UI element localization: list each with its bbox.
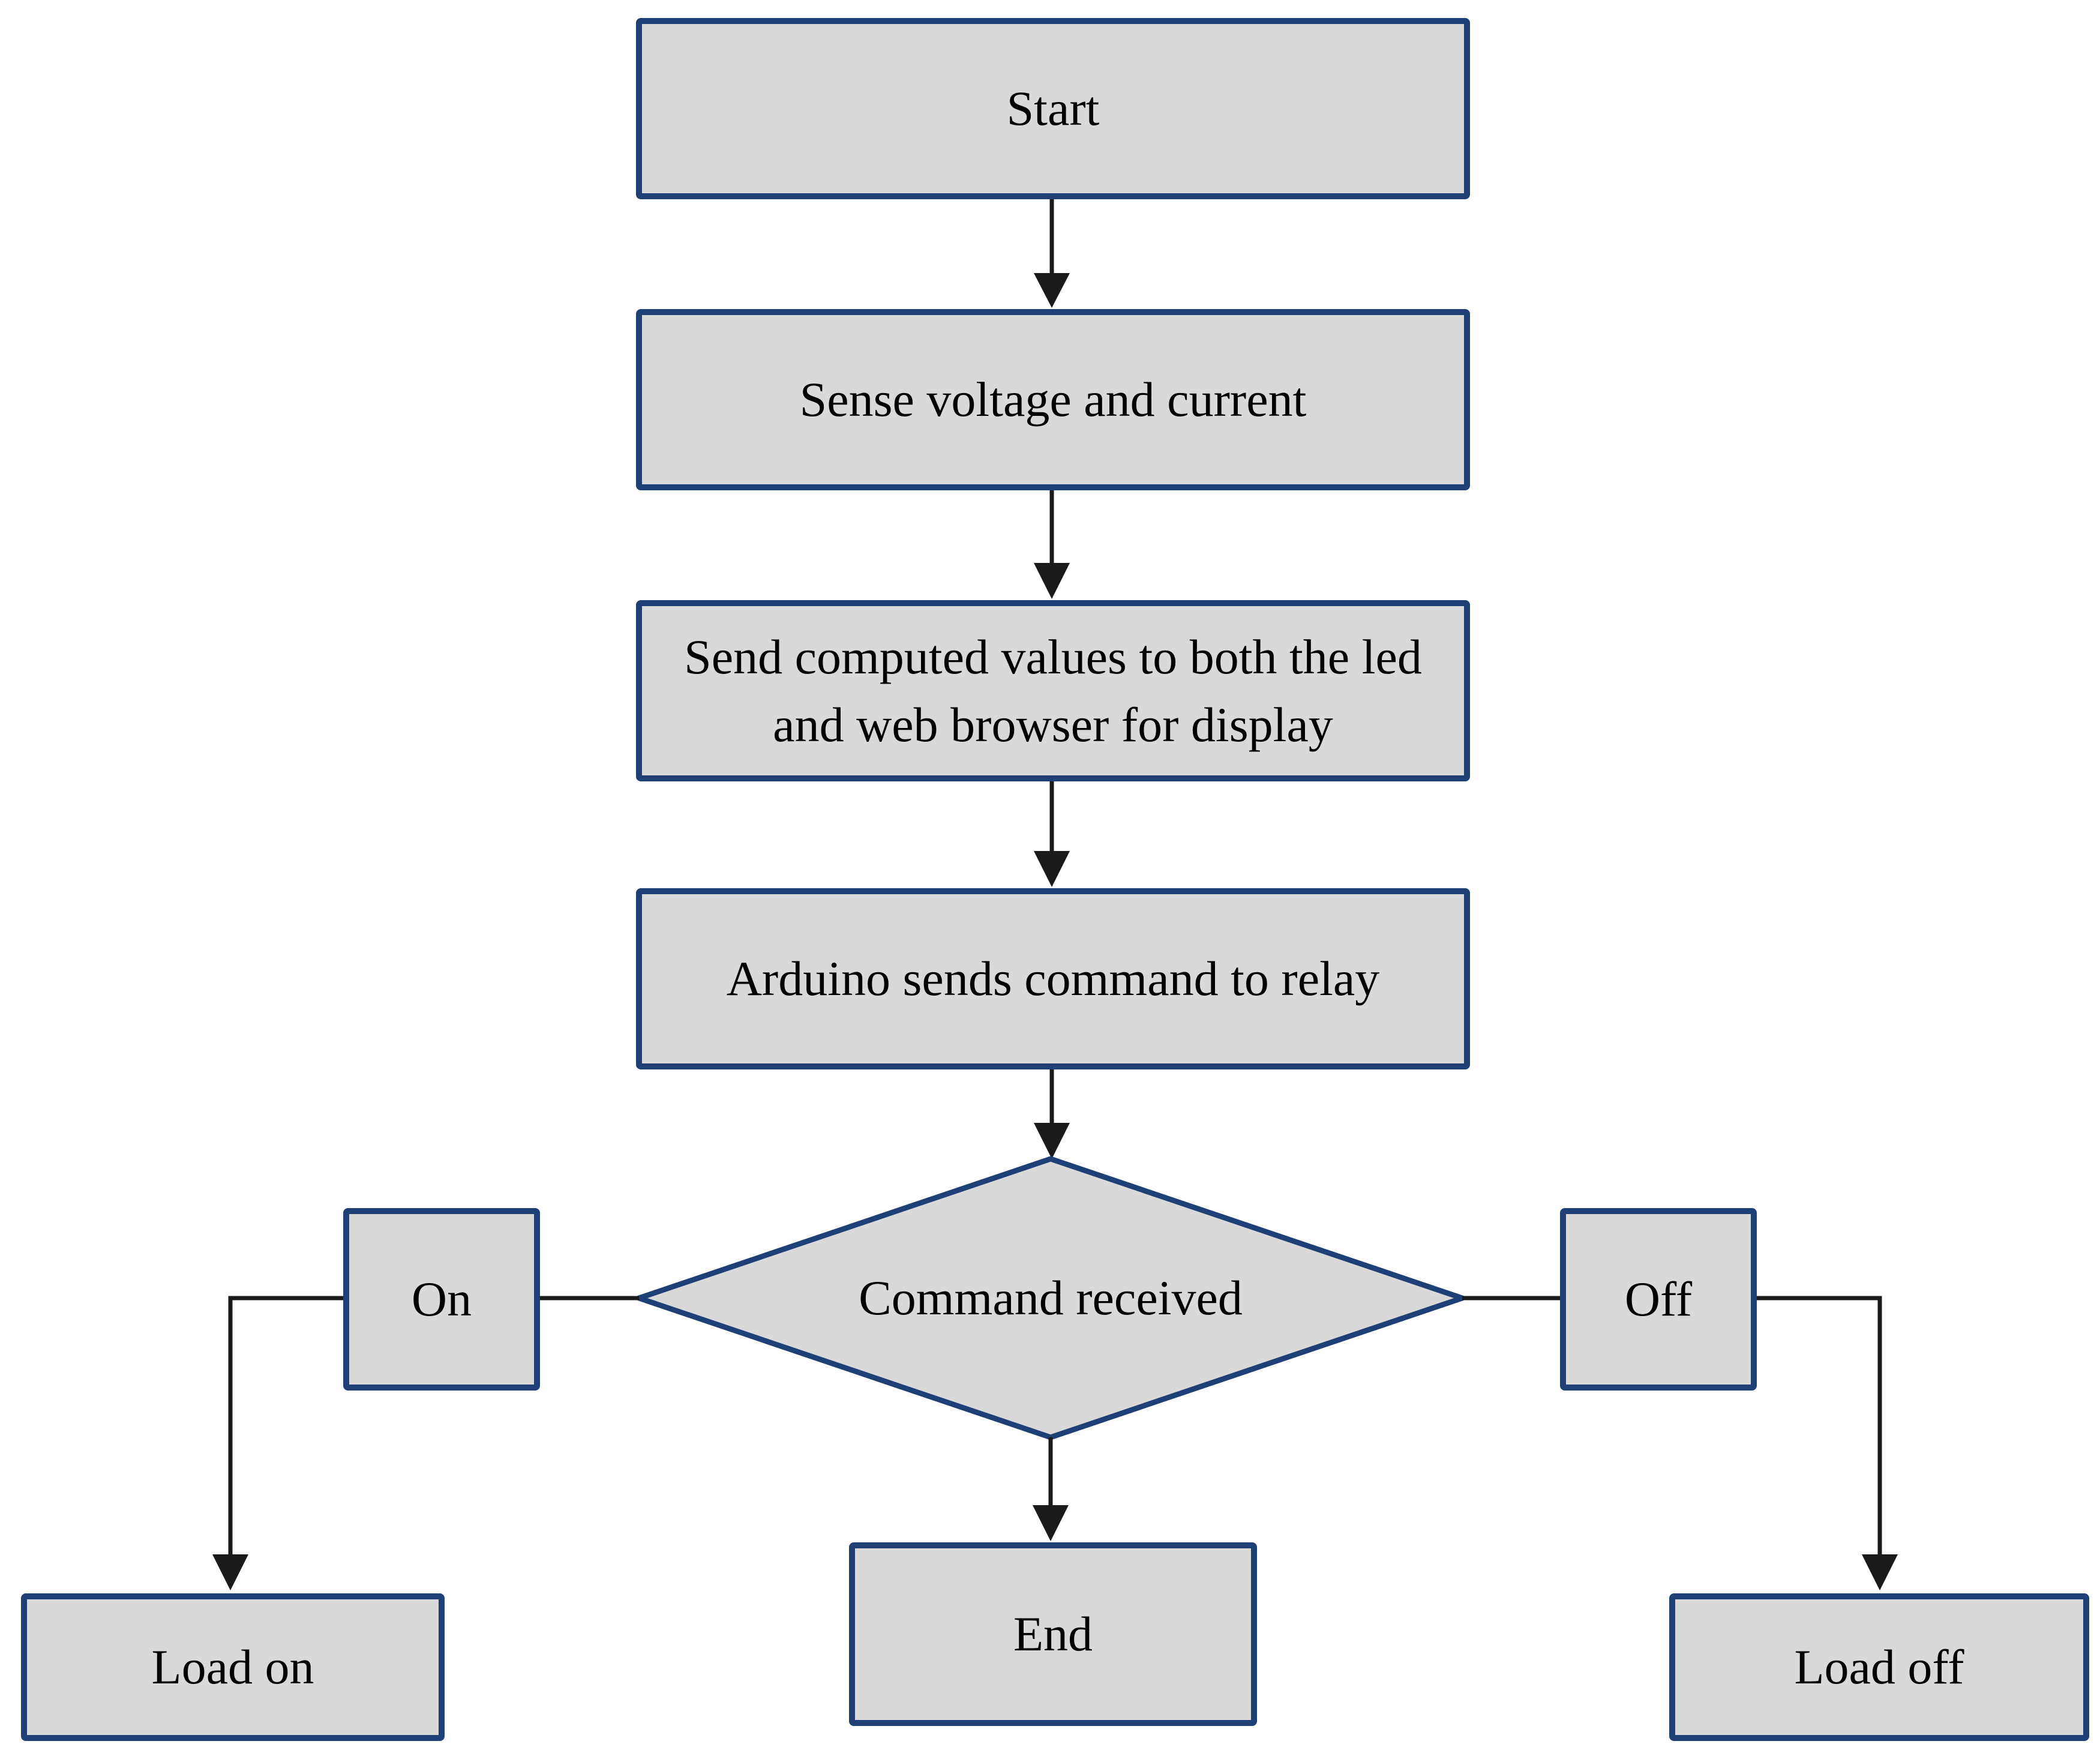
arrowhead-decision-end: [1033, 1505, 1069, 1541]
edge-off-loadoff: [1756, 1296, 1882, 1556]
arrowhead-arduino-decision: [1034, 1123, 1070, 1159]
node-branch-off: Off: [1560, 1208, 1757, 1391]
edge-on-loadon: [228, 1296, 343, 1556]
node-load-off: Load off: [1669, 1593, 2089, 1741]
arrowhead-sense-send: [1034, 563, 1070, 599]
node-branch-on: On: [343, 1208, 540, 1391]
node-start: Start: [636, 18, 1470, 199]
node-sense-voltage-current: Sense voltage and current: [636, 309, 1470, 490]
arrowhead-start-sense: [1034, 273, 1070, 308]
node-arduino-sends-command: Arduino sends command to relay: [636, 888, 1470, 1069]
arrowhead-off-loadoff: [1862, 1554, 1898, 1590]
node-send-computed-values: Send computed values to both the led and…: [636, 600, 1470, 781]
arrowhead-send-arduino: [1034, 851, 1070, 887]
decision-command-received-label: Command received: [859, 1270, 1243, 1325]
node-load-on: Load on: [21, 1593, 445, 1741]
node-end: End: [849, 1542, 1257, 1726]
arrowhead-on-loadon: [212, 1554, 248, 1590]
